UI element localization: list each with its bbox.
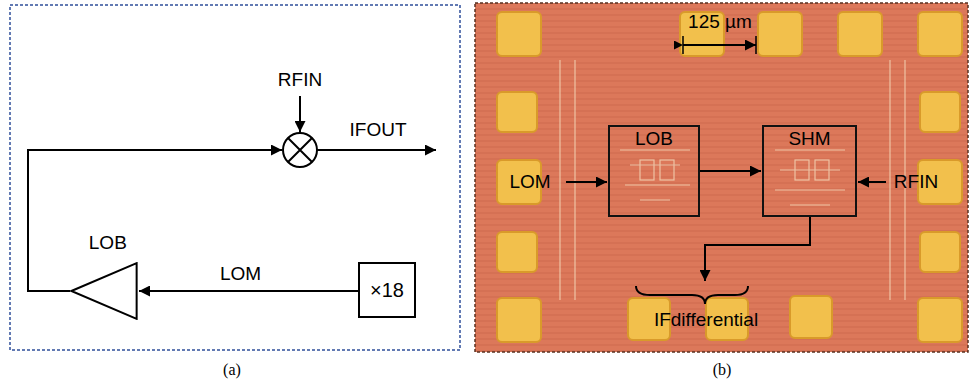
node-text: SHM <box>788 128 830 150</box>
circuit-traces <box>560 60 905 300</box>
block-outline: SHM <box>762 125 857 217</box>
dimension-arrow <box>683 44 756 46</box>
dimension-label: 125 µm <box>688 11 752 33</box>
if-wire <box>317 149 436 151</box>
rf-wire <box>299 96 301 132</box>
triangle-shape <box>71 263 136 319</box>
panel-label: (a) <box>223 361 241 379</box>
signal-name: RFIN <box>894 171 938 193</box>
node-text: LOB <box>89 232 127 254</box>
signal-connector <box>139 290 358 292</box>
signal-name: LOM <box>509 171 550 193</box>
mixer-symbol <box>283 133 317 167</box>
bond-pads <box>497 12 962 342</box>
mixer-cross <box>288 138 312 162</box>
triangle-outline <box>70 262 138 320</box>
signal-name: IFOUT <box>350 119 407 141</box>
dimension-ticks <box>683 36 756 54</box>
panel-border <box>10 5 460 350</box>
lo-wire <box>28 150 282 291</box>
node-text: ×18 <box>370 279 404 302</box>
rf-arrow <box>858 181 886 183</box>
multiplier-box: ×18 <box>358 262 416 318</box>
buffer-triangle: LOB <box>70 262 138 320</box>
if-route <box>705 217 810 281</box>
lo-arrow <box>566 181 607 183</box>
block-outline: LOB <box>608 125 700 217</box>
panel-label: (b) <box>713 361 732 379</box>
node-text: LOB <box>635 128 673 150</box>
chip-photo <box>475 3 968 352</box>
brace <box>636 286 748 304</box>
signal-name: LOM <box>220 263 261 285</box>
signal-connector <box>700 170 761 172</box>
signal-name: RFIN <box>278 69 322 91</box>
signal-name: IFdifferential <box>654 309 758 331</box>
